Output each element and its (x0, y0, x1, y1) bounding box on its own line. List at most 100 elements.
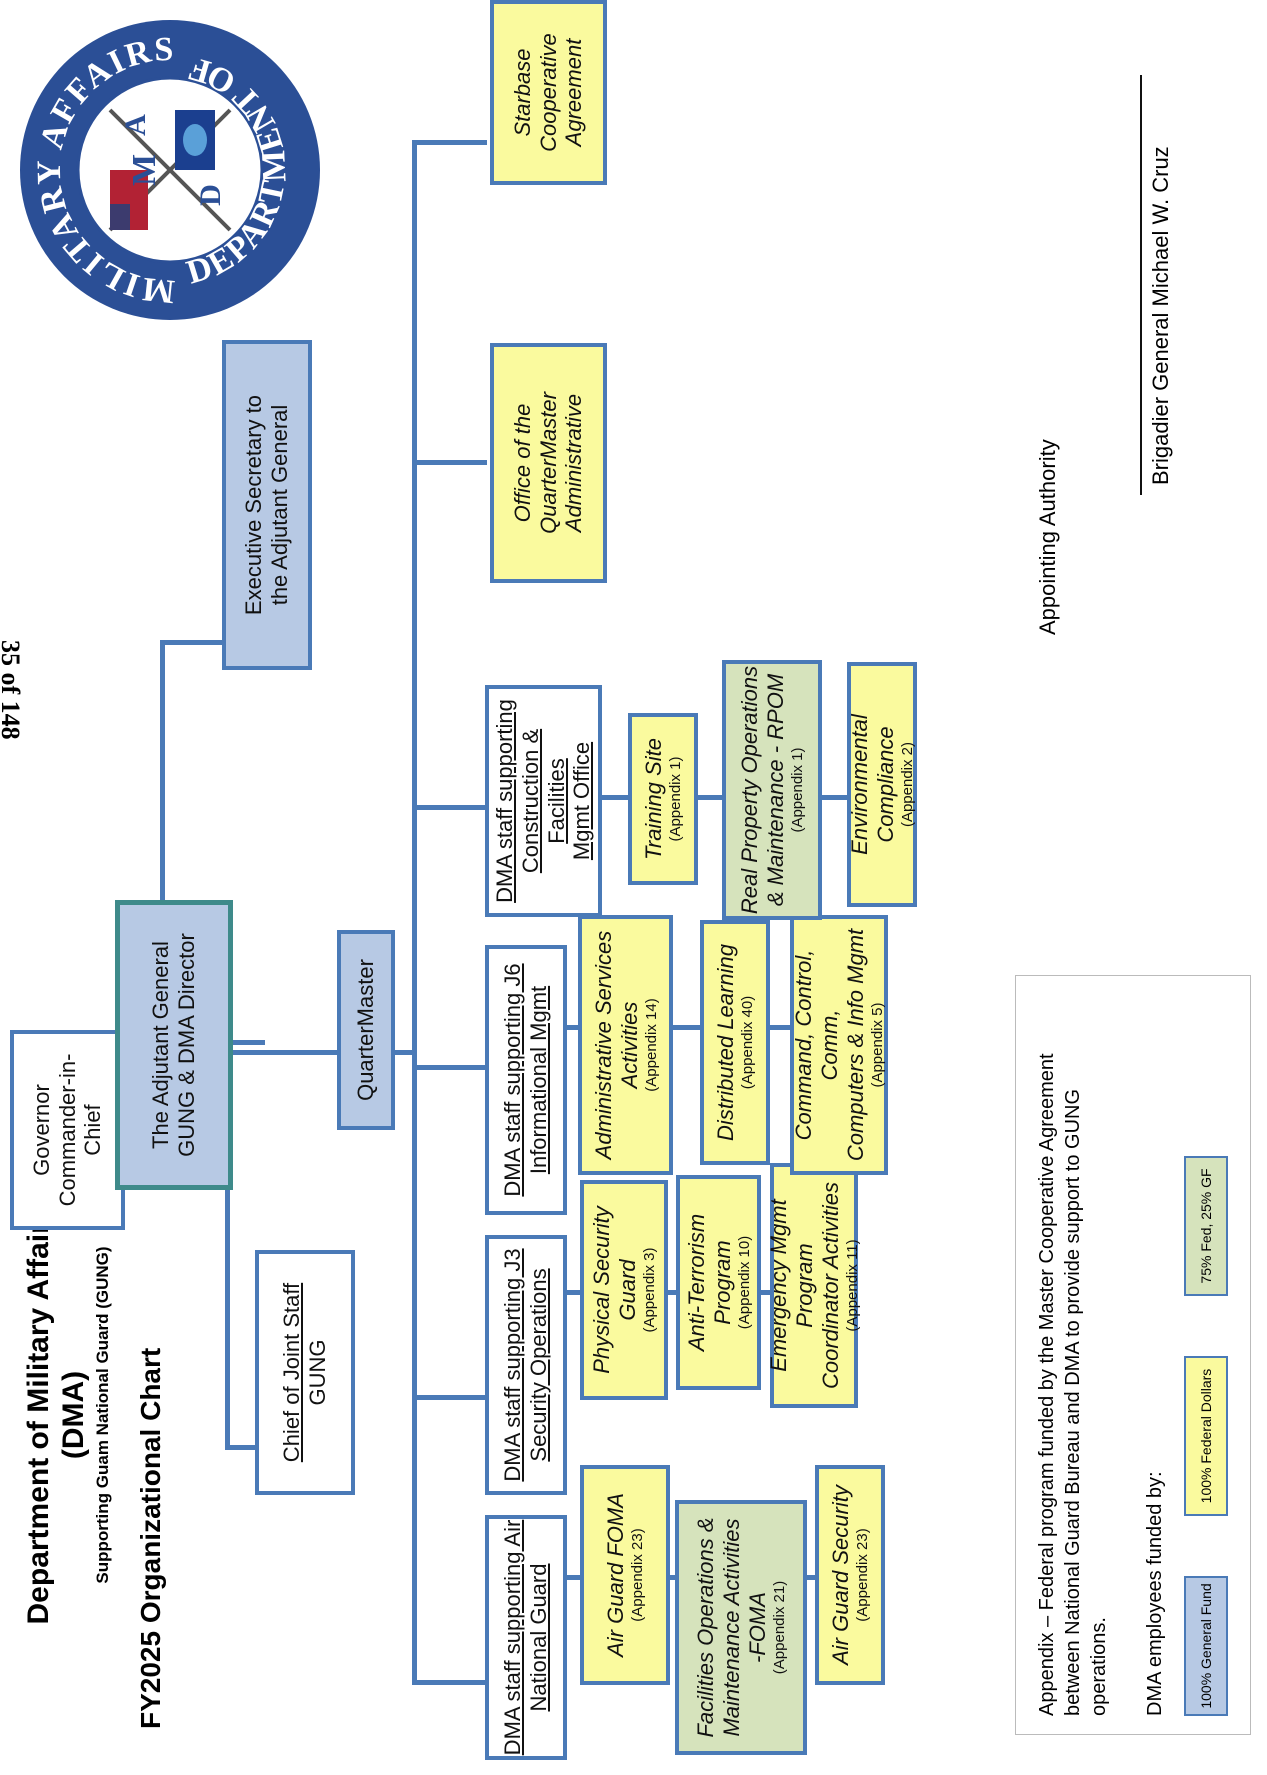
bus-drop-j6 (412, 1065, 487, 1070)
bus-horizontal (412, 140, 417, 1685)
anti-terrorism-appendix: (Appendix 10) (735, 1235, 753, 1330)
svg-text:A: A (119, 114, 152, 136)
starbase-line1: Starbase (509, 48, 535, 137)
connector-ag-exec-h (160, 640, 165, 935)
governor-box: Governor Commander-in-Chief (10, 1030, 125, 1230)
executive-secretary-line2: the Adjutant General (267, 404, 292, 606)
air-guard-security-title: Air Guard Security (828, 1485, 854, 1665)
foma-appendix: (Appendix 21) (771, 1580, 789, 1675)
legend-funded-by: DMA employees funded by: (1144, 1471, 1166, 1716)
svg-text:M: M (126, 154, 163, 186)
distributed-learning-appendix: (Appendix 40) (739, 995, 757, 1090)
rpom-line2: & Maintenance - RPOM (763, 673, 789, 907)
foma-box: Facilities Operations & Maintenance Acti… (675, 1500, 807, 1755)
training-site-box: Training Site (Appendix 1) (628, 713, 698, 885)
chief-of-staff-line2: GUNG (305, 1339, 330, 1406)
rpom-box: Real Property Operations & Maintenance -… (722, 660, 822, 920)
c4im-box: Command, Control, Comm, Computers & Info… (790, 915, 888, 1175)
j3-staff-line2: Security Operations (526, 1268, 551, 1462)
cfmo-staff-line2: Construction & Facilities (517, 728, 569, 874)
cfmo-staff-line3: Mgmt Office (569, 741, 595, 861)
adjutant-general-box: The Adjutant General GUNG & DMA Director (115, 900, 233, 1190)
air-ng-staff-line1: DMA staff supporting Air (500, 1519, 526, 1756)
starbase-box: Starbase Cooperative Agreement (490, 0, 607, 185)
air-guard-security-box: Air Guard Security (Appendix 23) (815, 1465, 885, 1685)
oqm-box: Office of the QuarterMaster Administrati… (490, 343, 607, 583)
chief-of-staff-box: Chief of Joint Staff GUNG (255, 1250, 355, 1495)
chief-of-staff-line1: Chief of Joint Staff (279, 1282, 305, 1463)
cfmo-staff-box: DMA staff supporting Construction & Faci… (485, 685, 602, 917)
governor-line2: Commander-in-Chief (54, 1053, 106, 1207)
admin-services-line1: Administrative Services (590, 930, 616, 1160)
environmental-box: Environmental Compliance (Appendix 2) (847, 662, 917, 907)
signatory-name: Brigadier General Michael W. Cruz (1148, 146, 1173, 485)
air-guard-foma-title: Air Guard FOMA (603, 1493, 629, 1657)
bus-drop-oqm (412, 460, 487, 465)
oqm-line2: QuarterMaster (535, 392, 561, 534)
admin-services-appendix: (Appendix 14) (642, 998, 660, 1092)
physical-security-box: Physical Security Guard (Appendix 3) (580, 1180, 668, 1400)
oqm-line1: Office of the (509, 403, 535, 523)
governor-line1: Governor (28, 1084, 54, 1176)
legend-swatch-federal: 100% Federal Dollars (1184, 1356, 1228, 1516)
connector-ag-qm (230, 1050, 342, 1055)
connector-exec-stub (160, 640, 225, 645)
oqm-line3: Administrative (561, 393, 587, 533)
emergency-mgmt-appendix: (Appendix 11) (844, 1239, 862, 1332)
environmental-appendix: (Appendix 2) (899, 741, 917, 828)
starbase-line2: Cooperative (535, 33, 561, 152)
legend-note-line1: Appendix – Federal program funded by the… (1036, 1053, 1058, 1716)
rpom-appendix: (Appendix 1) (789, 747, 807, 833)
legend: Appendix – Federal program funded by the… (1015, 975, 1251, 1735)
distributed-learning-box: Distributed Learning (Appendix 40) (700, 920, 770, 1165)
physical-security-title: Physical Security Guard (589, 1206, 641, 1374)
chart-title: FY2025 Organizational Chart (135, 1347, 166, 1729)
j3-staff-line1: DMA staff supporting J3 (500, 1248, 526, 1482)
j3-staff-box: DMA staff supporting J3 Security Operati… (485, 1235, 567, 1495)
training-site-title: Training Site (641, 738, 667, 860)
j6-staff-box: DMA staff supporting J6 Informational Mg… (485, 945, 567, 1215)
j6-staff-line2: Informational Mgmt (526, 985, 551, 1175)
physical-security-appendix: (Appendix 3) (641, 1247, 659, 1333)
training-site-appendix: (Appendix 1) (667, 756, 685, 842)
air-guard-security-appendix: (Appendix 23) (854, 1528, 872, 1622)
page-number: 35 of 148 (0, 640, 25, 740)
bus-drop-cfmo (412, 805, 487, 810)
appointing-authority-label: Appointing Authority (1035, 439, 1060, 635)
adjutant-general-line2: GUNG & DMA Director (174, 933, 199, 1157)
foma-line3: -FOMA (745, 1592, 771, 1663)
bus-drop-air (412, 1680, 487, 1685)
foma-line1: Facilities Operations & (693, 1517, 719, 1738)
admin-services-box: Administrative Services Activities (Appe… (578, 915, 673, 1175)
air-ng-staff-line2: National Guard (526, 1563, 551, 1712)
c4im-line1: Command, Control, Comm, (791, 949, 843, 1141)
connector-ag-cos-v (230, 1040, 265, 1045)
adjutant-general-line1: The Adjutant General (148, 941, 174, 1149)
air-ng-staff-box: DMA staff supporting Air National Guard (485, 1515, 567, 1760)
quartermaster-box: QuarterMaster (337, 930, 395, 1130)
air-guard-foma-box: Air Guard FOMA (Appendix 23) (580, 1465, 670, 1685)
signature-line (1140, 75, 1142, 495)
emergency-mgmt-line2: Coordinator Activities (818, 1181, 844, 1390)
cfmo-staff-line1: DMA staff supporting (491, 699, 517, 903)
air-guard-foma-appendix: (Appendix 23) (629, 1528, 647, 1622)
j6-staff-line1: DMA staff supporting J6 (500, 963, 526, 1197)
c4im-appendix: (Appendix 5) (869, 1002, 887, 1088)
anti-terrorism-title: Anti-Terrorism Program (683, 1213, 735, 1352)
svg-text:D: D (194, 184, 227, 206)
executive-secretary-line1: Executive Secretary to (241, 394, 267, 616)
executive-secretary-box: Executive Secretary to the Adjutant Gene… (222, 340, 312, 670)
bus-drop-starbase (412, 140, 487, 145)
distributed-learning-title: Distributed Learning (713, 944, 739, 1141)
legend-swatch-mixed: 75% Fed, 25% GF (1184, 1156, 1228, 1296)
admin-services-line2: Activities (616, 1001, 642, 1089)
legend-note-line2: between National Guard Bureau and DMA to… (1062, 1088, 1110, 1716)
legend-swatch-general-fund: 100% General Fund (1184, 1576, 1228, 1716)
dma-seal-logo: MILITARY AFFAIRS DEPARTMENT OF M A D (20, 20, 320, 320)
emergency-mgmt-line1: Emergency Mgmt Program (766, 1199, 818, 1372)
emergency-mgmt-box: Emergency Mgmt Program Coordinator Activ… (766, 1163, 861, 1408)
starbase-line3: Agreement (561, 38, 587, 147)
rpom-line1: Real Property Operations (737, 665, 763, 915)
legend-note: Appendix – Federal program funded by the… (1034, 996, 1112, 1716)
